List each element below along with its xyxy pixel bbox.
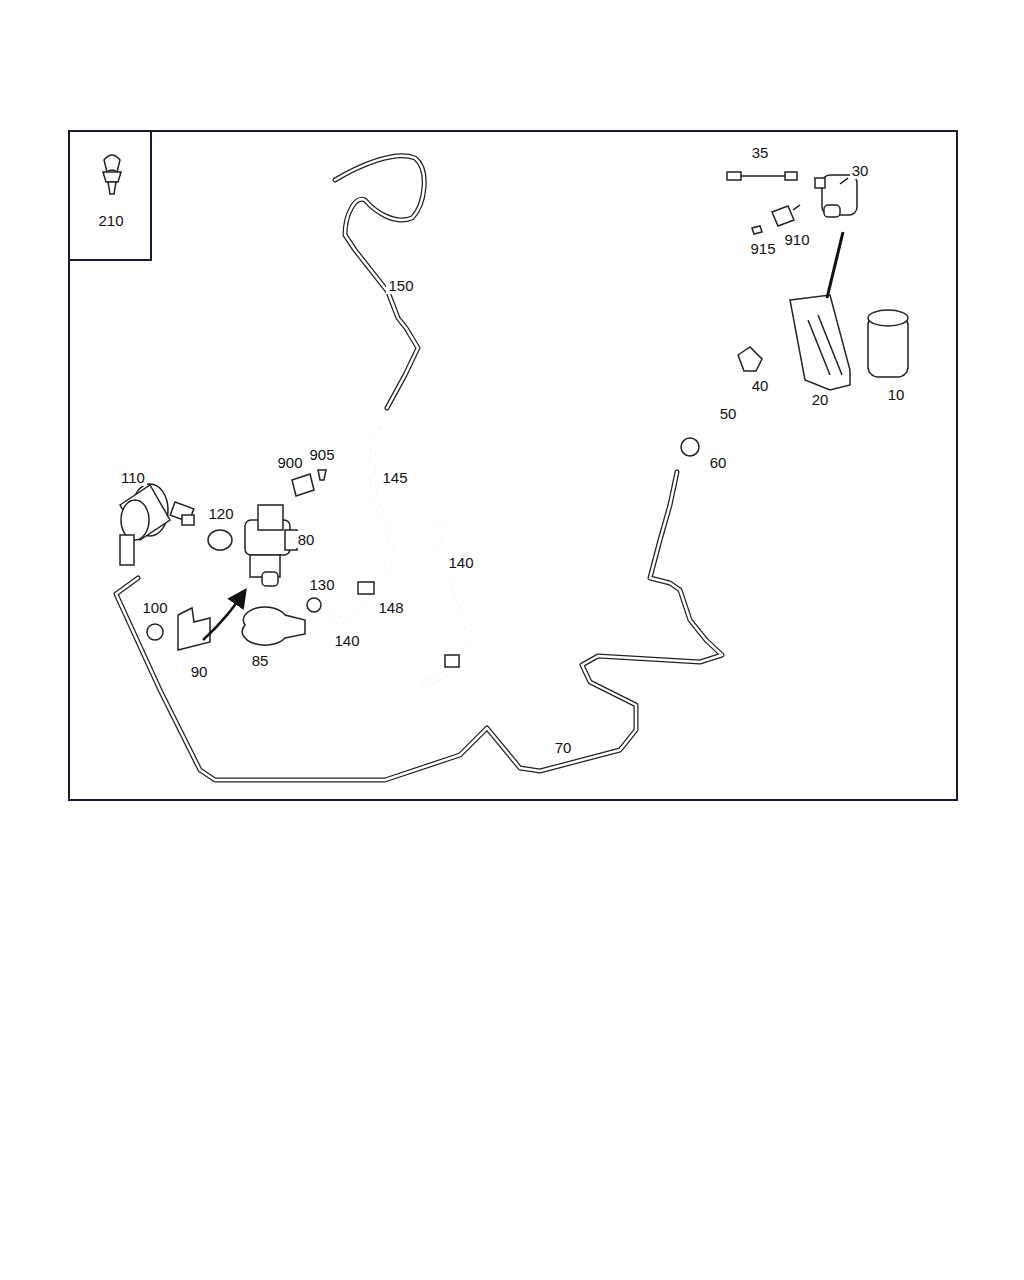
clip-40	[738, 347, 762, 371]
callout-number: 148	[376, 599, 405, 616]
callout-number: 40	[750, 377, 771, 394]
callout-number: 900	[275, 454, 304, 471]
clamp-60	[681, 438, 699, 456]
callout-number: 110	[119, 469, 147, 486]
pump-30	[815, 175, 857, 217]
assembly-arrow	[203, 592, 244, 640]
bracket-90	[178, 608, 210, 650]
pin-905	[318, 470, 326, 480]
clip-148	[358, 582, 374, 594]
callout-number: 30	[850, 162, 871, 179]
callout-number: 130	[307, 576, 336, 593]
bracket-85	[242, 607, 305, 645]
connector-900	[292, 474, 314, 496]
clamp-130	[307, 598, 321, 612]
callout-number: 85	[250, 652, 271, 669]
callout-number: 20	[810, 391, 831, 408]
valve-80	[245, 505, 297, 586]
frame	[69, 131, 957, 800]
callout-number: 90	[189, 663, 210, 680]
callout-number: 145	[380, 469, 409, 486]
callout-number: 140	[332, 632, 361, 649]
callout-number: 150	[386, 277, 415, 294]
reservoir-20	[790, 295, 850, 390]
pin-915	[752, 226, 762, 234]
leader-line	[840, 178, 848, 184]
wire-35	[727, 172, 797, 180]
callout-number: 915	[748, 240, 777, 257]
callout-number: 100	[140, 599, 169, 616]
connector-910	[772, 206, 794, 226]
filter-10	[868, 310, 908, 377]
callout-number: 35	[750, 144, 771, 161]
callout-number: 80	[296, 531, 317, 548]
clip-icon	[103, 155, 121, 194]
inset-frame	[69, 131, 151, 260]
callout-number: 910	[782, 231, 811, 248]
pump-110	[120, 484, 194, 565]
callout-number: 70	[553, 739, 574, 756]
clamp-120	[208, 530, 232, 550]
callout-number: 60	[708, 454, 729, 471]
callout-number: 210	[96, 212, 125, 229]
callout-number: 905	[307, 446, 336, 463]
callout-number: 140	[446, 554, 475, 571]
nut-100	[147, 624, 163, 640]
callout-number: 10	[886, 386, 907, 403]
callout-number: 50	[718, 405, 739, 422]
leader-line	[793, 205, 800, 210]
leader-line	[827, 232, 843, 298]
callout-number: 120	[206, 505, 235, 522]
clamp-140	[445, 655, 459, 667]
